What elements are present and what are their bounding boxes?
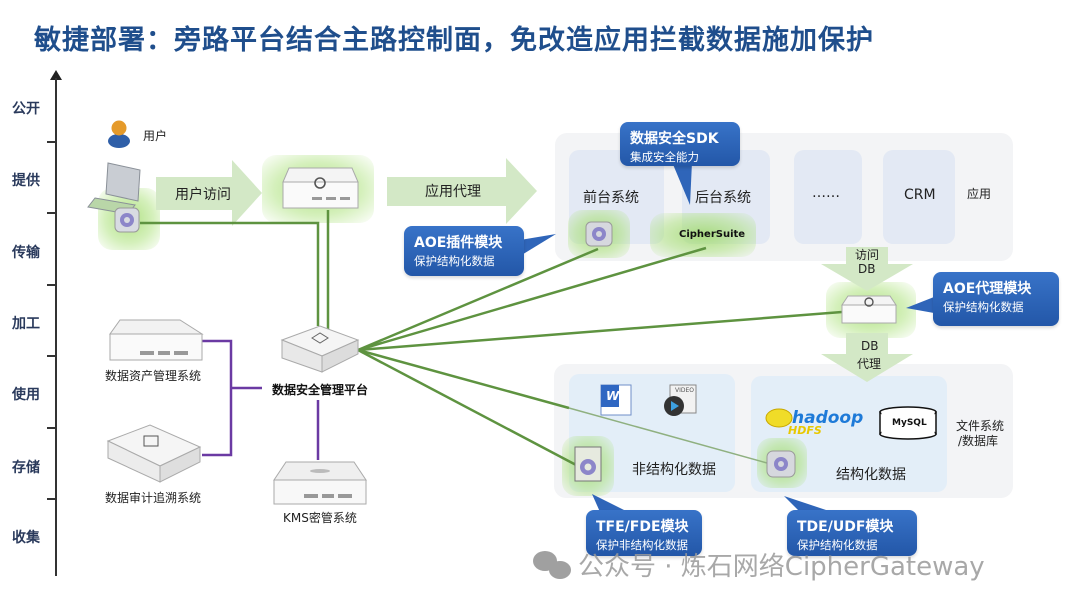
axis-tick <box>47 212 57 214</box>
sdk-callout-subtitle: 集成安全能力 <box>630 150 699 164</box>
aoe-plugin-db-icon <box>585 221 613 247</box>
kms-device-icon <box>273 461 367 505</box>
crm-label: CRM <box>904 187 936 203</box>
audit-trace-device-icon <box>106 424 202 483</box>
sdk-callout: 数据安全SDK 集成安全能力 <box>620 122 740 166</box>
more-systems-box <box>794 150 862 244</box>
app-proxy-label: 应用代理 <box>425 184 481 200</box>
client-to-platform-line <box>140 221 320 326</box>
backend-system-label: 后台系统 <box>695 190 751 206</box>
tde-udf-callout-subtitle: 保护结构化数据 <box>797 538 878 552</box>
hadoop-elephant-icon <box>765 408 793 428</box>
sdk-callout-tail <box>672 162 692 205</box>
aoe-plugin-callout-title: AOE插件模块 <box>414 235 503 251</box>
platform-to-aoe-plugin-line <box>357 247 599 352</box>
axis-arrowhead <box>50 70 62 80</box>
user-access-label: 用户访问 <box>175 187 231 203</box>
db-proxy-label-1: DB <box>861 339 879 353</box>
tfe-file-gear-icon <box>574 446 602 482</box>
aoe-proxy-callout-tail <box>906 297 934 313</box>
laptop-icon <box>87 162 141 215</box>
word-icon-glyph: W <box>606 389 620 403</box>
aoe-plugin-callout: AOE插件模块 保护结构化数据 <box>404 226 524 276</box>
user-label: 用户 <box>143 129 168 143</box>
storage-layer-label-2: /数据库 <box>958 434 999 448</box>
lifecycle-axis <box>55 78 57 576</box>
hadoop-logo: hadoop <box>792 408 864 428</box>
axis-tick <box>47 141 57 143</box>
axis-label-collect: 收集 <box>12 530 40 546</box>
aoe-proxy-callout-title: AOE代理模块 <box>943 281 1032 297</box>
asset-mgmt-label: 数据资产管理系统 <box>105 369 202 383</box>
axis-label-public: 公开 <box>12 101 40 117</box>
tde-db-gear-icon <box>766 450 796 478</box>
access-db-label-1: 访问 <box>855 248 880 262</box>
aoe-proxy-callout-subtitle: 保护结构化数据 <box>943 300 1024 314</box>
platform-to-storage-line <box>357 348 570 410</box>
ciphersuite-label: CipherSuite <box>679 229 746 240</box>
app-layer-label: 应用 <box>967 187 992 201</box>
axis-tick <box>47 427 57 429</box>
aoe-proxy-callout: AOE代理模块 保护结构化数据 <box>933 272 1059 326</box>
frontend-system-label: 前台系统 <box>583 190 639 206</box>
app-proxy-arrow <box>387 158 537 224</box>
db-proxy-arrow <box>821 333 913 382</box>
tde-udf-callout-title: TDE/UDF模块 <box>797 519 894 535</box>
user-person-icon <box>108 120 130 148</box>
db-proxy-label-2: 代理 <box>857 357 882 371</box>
kms-label: KMS密管系统 <box>283 511 357 525</box>
page-title: 敏捷部署：旁路平台结合主路控制面，免改造应用拦截数据施加保护 <box>34 25 874 56</box>
tde-callout-tail <box>784 496 832 512</box>
platform-to-tfe-line <box>357 348 579 468</box>
watermark-text: 公众号 · 炼石网络CipherGateway <box>578 552 985 582</box>
axis-tick <box>47 498 57 500</box>
video-file-icon <box>664 384 697 416</box>
video-icon-label: VIDEO <box>675 387 695 394</box>
hdfs-logo: HDFS <box>788 424 822 437</box>
aoe-proxy-appliance-icon <box>841 295 897 324</box>
tfe-fde-callout: TFE/FDE模块 保护非结构化数据 <box>586 510 702 556</box>
gateway-appliance-icon <box>282 167 359 209</box>
more-systems-label: …… <box>812 185 840 201</box>
mysql-cylinder-icon <box>879 406 937 440</box>
asset-audit-bus <box>202 339 233 457</box>
storage-to-tde-line <box>568 407 768 464</box>
structured-data-label: 结构化数据 <box>836 467 906 483</box>
axis-label-provide: 提供 <box>12 173 40 189</box>
crm-box <box>883 150 955 244</box>
aoe-plugin-callout-tail <box>520 234 556 256</box>
tfe-callout-tail <box>592 494 628 512</box>
axis-label-process: 加工 <box>12 316 40 332</box>
platform-to-ciphersuite-line <box>357 246 707 352</box>
user-access-arrow <box>156 160 262 226</box>
axis-tick <box>47 284 57 286</box>
client-agent-gear-icon <box>114 207 140 233</box>
word-document-icon <box>600 384 632 416</box>
axis-label-transmit: 传输 <box>12 245 40 261</box>
audit-trace-label: 数据审计追溯系统 <box>105 491 202 505</box>
tde-udf-callout: TDE/UDF模块 保护结构化数据 <box>787 510 917 556</box>
access-db-arrow <box>821 247 913 291</box>
asset-management-device-icon <box>109 319 204 361</box>
unstructured-data-label: 非结构化数据 <box>632 462 716 478</box>
axis-label-store: 存储 <box>12 460 40 476</box>
axis-label-use: 使用 <box>12 387 40 403</box>
management-platform-label: 数据安全管理平台 <box>272 383 369 397</box>
axis-tick <box>47 355 57 357</box>
mysql-label: MySQL <box>892 418 927 428</box>
tfe-fde-callout-title: TFE/FDE模块 <box>596 519 689 535</box>
storage-layer-label-1: 文件系统 <box>956 419 1005 433</box>
wechat-icon <box>533 551 571 579</box>
tfe-fde-callout-subtitle: 保护非结构化数据 <box>596 538 688 552</box>
access-db-label-2: DB <box>858 262 876 276</box>
aoe-plugin-callout-subtitle: 保护结构化数据 <box>414 254 495 268</box>
platform-to-aoe-proxy-line <box>357 310 843 352</box>
management-platform-device-icon <box>280 325 360 373</box>
sdk-callout-title: 数据安全SDK <box>630 131 719 147</box>
